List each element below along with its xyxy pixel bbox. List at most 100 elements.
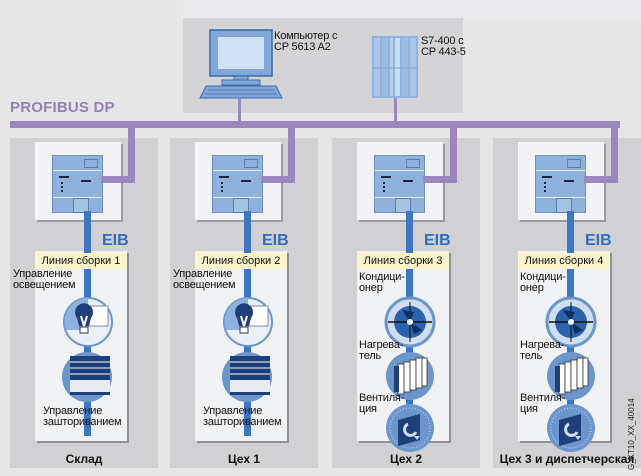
section-title-2: Цех 1 bbox=[227, 452, 261, 466]
blinds-control-device bbox=[60, 350, 114, 409]
computer-label-line1: Компьютер с bbox=[274, 30, 338, 42]
device-label-air-conditioner-device: Кондици-онер bbox=[520, 272, 566, 294]
blinds-icon bbox=[62, 352, 112, 402]
gateway-label-mark bbox=[403, 180, 413, 182]
profibus-stub-3 bbox=[423, 176, 457, 183]
gateway-display-icon bbox=[244, 159, 258, 168]
gateway-divider bbox=[536, 197, 585, 198]
device-label-heater-device: Нагрева-тель bbox=[359, 340, 403, 362]
device-label-heater-device: Нагрева-тель bbox=[520, 340, 564, 362]
plc-rack-icon bbox=[372, 36, 418, 98]
gateway-led bbox=[59, 176, 69, 178]
gateway-connector bbox=[73, 198, 89, 213]
gateway-label-mark bbox=[81, 180, 91, 182]
dp-eib-gateway-2 bbox=[212, 155, 263, 213]
gateway-connector bbox=[233, 198, 249, 213]
profibus-drop-1 bbox=[128, 127, 135, 183]
heater-device bbox=[384, 350, 436, 407]
gateway-label-mark bbox=[564, 180, 574, 182]
ventilation-device bbox=[545, 402, 597, 459]
section-title-3: Цех 2 bbox=[389, 452, 423, 466]
blinds-icon bbox=[222, 352, 272, 402]
gateway-divider bbox=[536, 170, 585, 171]
gateway-leds bbox=[61, 182, 69, 192]
label-line: Вентиля- bbox=[520, 392, 566, 404]
label-line: онер bbox=[359, 282, 383, 294]
gateway-led bbox=[219, 176, 229, 178]
device-label-ventilation-device: Вентиля-ция bbox=[520, 393, 565, 415]
ventilation-icon bbox=[386, 404, 434, 452]
plc-bus-drop bbox=[394, 98, 397, 122]
gateway-leds bbox=[544, 182, 552, 192]
label-line: Кондици- bbox=[520, 271, 566, 283]
gateway-connector bbox=[556, 198, 572, 213]
air-conditioner-icon bbox=[384, 296, 436, 348]
section-title-1: Склад bbox=[65, 452, 103, 466]
computer-label-line2: CP 5613 A2 bbox=[274, 41, 331, 53]
gateway-divider bbox=[375, 197, 424, 198]
dp-eib-gateway-4 bbox=[535, 155, 586, 213]
label-line: Управление bbox=[173, 268, 233, 280]
profibus-drop-4 bbox=[611, 127, 618, 183]
plc-label: S7-400 с CP 443-5 bbox=[421, 36, 466, 58]
label-line: Управление bbox=[13, 268, 73, 280]
air-conditioner-device bbox=[384, 296, 436, 353]
heater-icon bbox=[386, 352, 434, 400]
gateway-display-icon bbox=[406, 159, 420, 168]
lighting-control-device bbox=[222, 296, 274, 353]
lighting-control-device bbox=[62, 296, 114, 353]
plc-label-line1: S7-400 с bbox=[421, 35, 464, 47]
air-conditioner-icon bbox=[545, 296, 597, 348]
gateway-led bbox=[542, 176, 552, 178]
eib-label-3: EIB bbox=[424, 232, 451, 249]
device-label-air-conditioner-device: Кондици-онер bbox=[359, 272, 405, 294]
computer-bus-drop bbox=[238, 98, 241, 122]
assembly-line-label-4: Линия сборки 4 bbox=[518, 253, 610, 269]
gateway-led bbox=[381, 176, 391, 178]
eib-label-1: EIB bbox=[102, 232, 129, 249]
label-line: Нагрева- bbox=[520, 339, 565, 351]
lighting-icon bbox=[223, 297, 273, 347]
computer-icon bbox=[199, 29, 283, 99]
dp-eib-gateway-1 bbox=[52, 155, 103, 213]
gateway-label-mark bbox=[241, 180, 251, 182]
assembly-line-label-3: Линия сборки 3 bbox=[357, 253, 449, 269]
assembly-line-label-2: Линия сборки 2 bbox=[195, 253, 287, 269]
label-line: тель bbox=[359, 350, 382, 362]
label-line: Нагрева- bbox=[359, 339, 404, 351]
profibus-drop-2 bbox=[288, 127, 295, 183]
label-line: зашториванием bbox=[203, 416, 282, 428]
gateway-leds bbox=[221, 182, 229, 192]
label-line: Вентиля- bbox=[359, 392, 405, 404]
label-line: онер bbox=[520, 282, 544, 294]
profibus-bus-line bbox=[10, 121, 620, 128]
profibus-label: PROFIBUS DP bbox=[10, 99, 115, 116]
profibus-stub-4 bbox=[584, 176, 618, 183]
label-line: Управление bbox=[43, 405, 103, 417]
profibus-stub-2 bbox=[261, 176, 295, 183]
label-line: тель bbox=[520, 350, 543, 362]
label-line: Управление bbox=[203, 405, 263, 417]
label-line: Кондици- bbox=[359, 271, 405, 283]
eib-label-2: EIB bbox=[262, 232, 289, 249]
gateway-divider bbox=[375, 170, 424, 171]
air-conditioner-device bbox=[545, 296, 597, 353]
ventilation-icon bbox=[547, 404, 595, 452]
section-title-4: Цех 3 и диспетчерская bbox=[499, 452, 635, 466]
assembly-line-label-1: Линия сборки 1 bbox=[35, 253, 127, 269]
computer-label: Компьютер с CP 5613 A2 bbox=[274, 31, 337, 53]
top-background bbox=[183, 0, 641, 18]
gateway-divider bbox=[53, 170, 102, 171]
dp-eib-gateway-3 bbox=[374, 155, 425, 213]
label-line: освещением bbox=[13, 279, 76, 291]
profibus-stub-1 bbox=[101, 176, 135, 183]
plc-label-line2: CP 443-5 bbox=[421, 46, 466, 58]
label-line: ция bbox=[520, 403, 538, 415]
gateway-divider bbox=[213, 197, 262, 198]
label-line: освещением bbox=[173, 279, 236, 291]
profibus-drop-3 bbox=[450, 127, 457, 183]
gateway-display-icon bbox=[84, 159, 98, 168]
